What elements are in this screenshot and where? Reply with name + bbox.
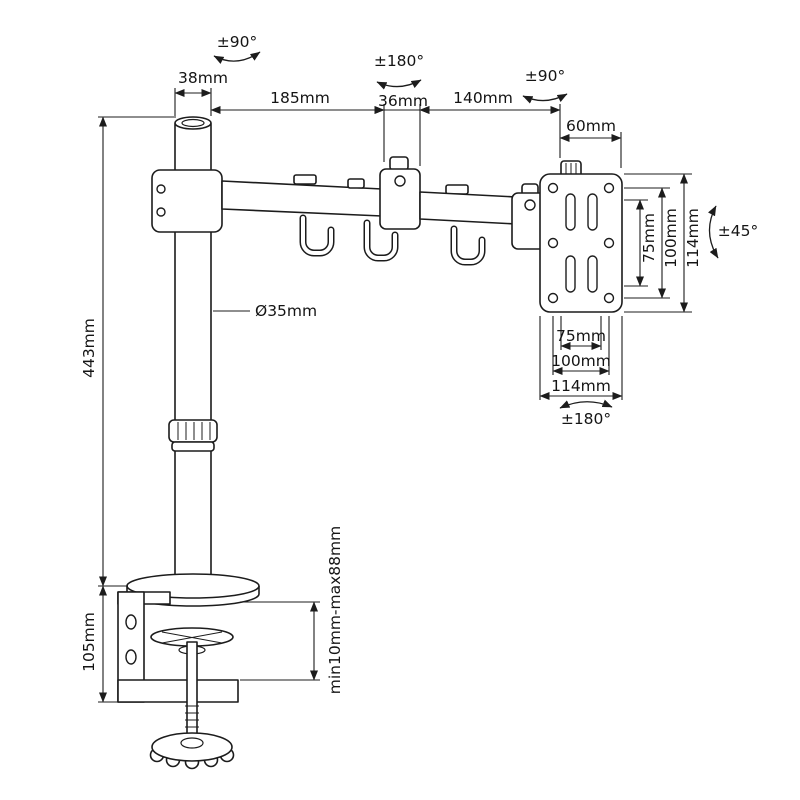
- dim-pole-diameter-label: Ø35mm: [255, 302, 317, 320]
- dim-pole-diameter: Ø35mm: [213, 302, 317, 320]
- dim-clamp-height-label: 105mm: [80, 612, 98, 672]
- elbow-pin: [389, 156, 409, 171]
- rotation-vesa-tilt: ±45°: [707, 205, 758, 259]
- vesa-plate: [539, 160, 623, 313]
- clamp-jaw: [117, 679, 239, 703]
- rotation-vesa-rotate-label: ±180°: [561, 410, 611, 428]
- dim-desk-thickness-range-label: min10mm-max88mm: [326, 526, 344, 694]
- dim-vesa-horizontal: 75mm 100mm 114mm: [539, 316, 623, 400]
- dim-vesa-h100-label: 100mm: [551, 352, 611, 370]
- dim-vesa-v75-label: 75mm: [640, 213, 658, 263]
- dim-rear-arm-label: 140mm: [453, 89, 513, 107]
- dim-pole-height-label: 443mm: [80, 318, 98, 378]
- dimension-annotations: 38mm ±90° 185mm ±180° 36mm: [80, 33, 758, 703]
- rotation-head-swivel: ±90°: [522, 67, 568, 104]
- cable-clip: [450, 225, 486, 266]
- arm-rear-segment: [419, 191, 517, 225]
- dim-pole-top-width-label: 38mm: [178, 69, 228, 87]
- dim-rear-arm: 140mm: [419, 89, 561, 158]
- clamp-screw: [186, 641, 198, 745]
- pole: [168, 116, 218, 587]
- dim-elbow-width-label: 36mm: [378, 92, 428, 110]
- dim-head-offset: 60mm: [559, 117, 622, 168]
- dim-front-arm: 185mm: [210, 89, 385, 162]
- dim-desk-thickness-range: min10mm-max88mm: [240, 526, 344, 694]
- rotation-pole-swivel-label: ±90°: [217, 33, 257, 51]
- clamp-knob: [149, 732, 235, 770]
- dim-front-arm-label: 185mm: [270, 89, 330, 107]
- dim-vesa-h75-label: 75mm: [556, 327, 606, 345]
- rotation-elbow-swivel: ±180°: [374, 52, 424, 90]
- rotation-vesa-rotate: ±180°: [559, 399, 613, 428]
- rotation-elbow-swivel-label: ±180°: [374, 52, 424, 70]
- pole-joint: [151, 169, 223, 233]
- dim-vesa-h114-label: 114mm: [551, 377, 611, 395]
- dim-vesa-v114-label: 114mm: [684, 208, 702, 268]
- dim-head-offset-label: 60mm: [566, 117, 616, 135]
- dim-vesa-v100-label: 100mm: [662, 208, 680, 268]
- cable-clip: [299, 214, 335, 257]
- desk-clamp: [117, 573, 260, 770]
- rotation-head-swivel-label: ±90°: [525, 67, 565, 85]
- rotation-vesa-tilt-label: ±45°: [718, 222, 758, 240]
- dim-vesa-vertical: 75mm 100mm 114mm: [624, 173, 702, 313]
- dim-clamp-height: 105mm: [80, 585, 120, 703]
- dim-pole-top-width: 38mm: [174, 69, 228, 116]
- rotation-pole-swivel: ±90°: [213, 33, 261, 64]
- dim-elbow-width: 36mm: [362, 92, 442, 166]
- cable-clip: [363, 219, 399, 262]
- arm-assembly: [151, 156, 577, 266]
